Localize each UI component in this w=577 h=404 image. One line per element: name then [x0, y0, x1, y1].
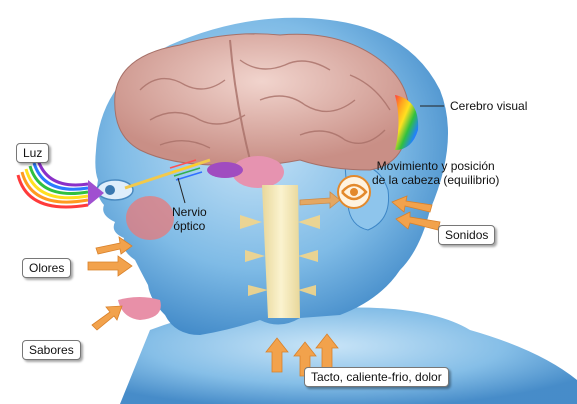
swirl-icon — [338, 176, 370, 208]
label-sabores-text: Sabores — [29, 343, 74, 357]
label-movimiento-line1: Movimiento y posición — [372, 159, 499, 173]
label-nervio-line1: Nervio — [172, 205, 207, 219]
label-movimiento-line2: de la cabeza (equilibrio) — [372, 173, 499, 187]
label-cerebro-visual: Cerebro visual — [450, 99, 527, 113]
label-luz: Luz — [16, 143, 49, 163]
label-movimiento: Movimiento y posición de la cabeza (equi… — [372, 159, 499, 187]
label-luz-text: Luz — [23, 146, 42, 160]
label-cerebro-text: Cerebro visual — [450, 99, 527, 113]
purple-region — [207, 162, 243, 178]
label-nervio-optico: Nervio óptico — [172, 205, 207, 233]
label-sonidos: Sonidos — [438, 225, 495, 245]
label-sabores: Sabores — [22, 340, 81, 360]
tongue-shape — [118, 297, 161, 320]
brain-shape — [115, 34, 409, 170]
label-nervio-line2: óptico — [172, 219, 207, 233]
label-tacto: Tacto, caliente-frio, dolor — [304, 367, 449, 387]
label-olores: Olores — [22, 258, 71, 278]
label-sonidos-text: Sonidos — [445, 228, 488, 242]
cheek-glow — [126, 196, 174, 240]
spinal-cord — [262, 185, 300, 318]
label-tacto-text: Tacto, caliente-frio, dolor — [311, 370, 442, 384]
label-olores-text: Olores — [29, 261, 64, 275]
light-beam — [18, 160, 88, 207]
